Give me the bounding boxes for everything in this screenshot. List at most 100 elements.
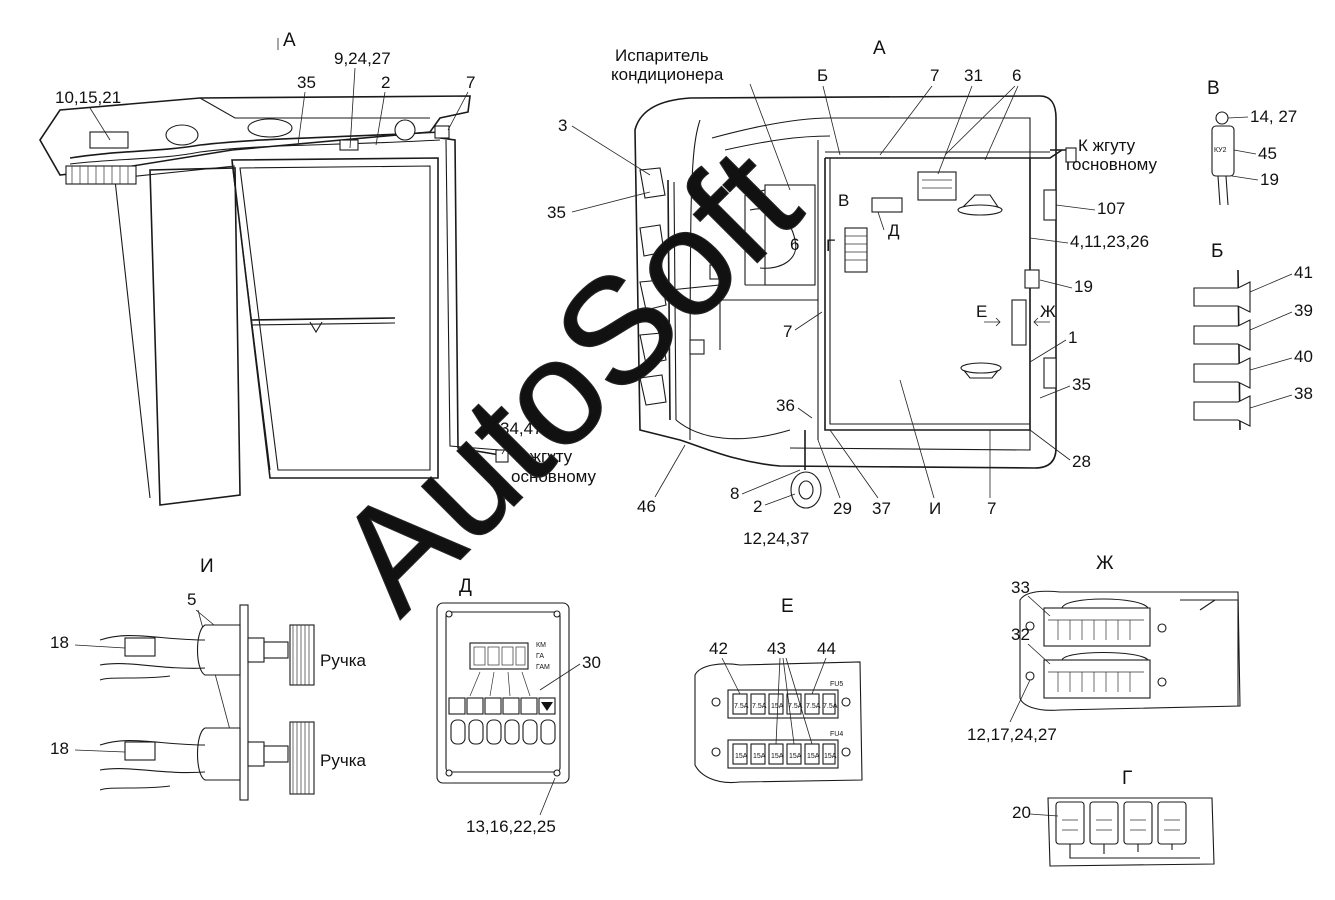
callout-zh: Ж (1040, 302, 1056, 321)
to-main-harness-left-line2: основному (511, 467, 597, 486)
fuse-bottom-3: 15A (771, 753, 784, 760)
detail-view-v: В КУ2 14, 27 45 19 (1207, 78, 1297, 206)
callout-1: 1 (1068, 328, 1077, 347)
detail-view-e: Е FU5 FU4 7.5A 7.5A 15A 7.5A 7.5A 7.5A (694, 596, 863, 784)
callout-20: 20 (1012, 803, 1031, 822)
view-v-title: В (1207, 78, 1220, 99)
callout-7-bottom: 7 (987, 499, 996, 518)
fuse-tag-fu5: FU5 (830, 681, 843, 688)
evaporator-label-line2: кондиционера (611, 65, 724, 84)
callout-5: 5 (187, 590, 196, 609)
callout-7-center: 7 (783, 322, 792, 341)
callout-18-upper: 18 (50, 633, 69, 652)
fuse-top-5: 7.5A (806, 703, 821, 710)
callout-10-15-21: 10,15,21 (55, 88, 121, 107)
fuse-tag-fu4: FU4 (830, 731, 843, 738)
knob-label-lower: Ручка (320, 751, 367, 770)
callout-19-v: 19 (1260, 170, 1279, 189)
to-main-harness-left-line1: К жгуту (515, 447, 573, 466)
callout-34-47: 34,47 (500, 419, 543, 438)
callout-12-24-37: 12,24,37 (743, 529, 809, 548)
callout-b-center: Б (817, 66, 828, 85)
callout-9-24-27: 9,24,27 (334, 49, 391, 68)
display-legend-km: КМ (536, 642, 546, 649)
callout-14-27: 14, 27 (1250, 107, 1297, 126)
callout-2-center: 2 (753, 497, 762, 516)
view-a-left-title: А (283, 30, 296, 51)
left-callouts: А 10,15,21 35 9,24,27 2 7 34,47 К жгуту … (55, 30, 597, 486)
center-callouts: Испаритель кондиционера А Б 7 31 6 К жгу… (547, 38, 1158, 548)
fuse-top-6: 7.5A (823, 703, 838, 710)
fuse-bottom-6: 15A (824, 753, 837, 760)
callout-107: 107 (1097, 199, 1125, 218)
callout-19-center: 19 (1074, 277, 1093, 296)
callout-42: 42 (709, 639, 728, 658)
callout-39: 39 (1294, 301, 1313, 320)
callout-31: 31 (964, 66, 983, 85)
callout-4-11-23-26: 4,11,23,26 (1070, 232, 1149, 251)
callout-d: Д (888, 221, 900, 240)
callout-37: 37 (872, 499, 891, 518)
callout-g: Г (826, 236, 835, 255)
callout-7-top: 7 (930, 66, 939, 85)
callout-38: 38 (1294, 384, 1313, 403)
to-main-harness-center-line2: основному (1072, 155, 1158, 174)
view-e-title: Е (781, 596, 794, 617)
callout-3: 3 (558, 116, 567, 135)
fuse-bottom-2: 15A (753, 753, 766, 760)
view-v-tag: КУ2 (1214, 147, 1227, 154)
to-main-harness-center-line1: К жгуту (1078, 136, 1136, 155)
detail-view-i: И 5 18 18 Ручка Ручка (50, 556, 367, 801)
fuse-top-1: 7.5A (734, 703, 749, 710)
view-g-title: Г (1122, 768, 1132, 789)
detail-view-d: Д КМ ГА ГАМ 30 13,16,22,25 (436, 576, 601, 836)
display-legend-gam: ГАМ (536, 664, 550, 671)
callout-12-17-24-27: 12,17,24,27 (967, 725, 1057, 744)
fuse-bottom-1: 15A (735, 753, 748, 760)
view-i-title: И (200, 556, 214, 577)
callout-e: Е (976, 302, 987, 321)
callout-6-center: 6 (790, 235, 799, 254)
callout-45: 45 (1258, 144, 1277, 163)
callout-v: В (838, 191, 849, 210)
view-a-center-title: А (873, 38, 886, 59)
callout-44: 44 (817, 639, 836, 658)
knob-label-upper: Ручка (320, 651, 367, 670)
callout-36: 36 (776, 396, 795, 415)
rear-wall-view (634, 95, 1077, 509)
detail-view-g: Г 20 (1012, 768, 1215, 867)
cab-side-view (39, 95, 509, 506)
callout-18-lower: 18 (50, 739, 69, 758)
callout-2-left: 2 (381, 73, 390, 92)
detail-view-b: Б 41 39 40 38 (1193, 241, 1313, 431)
callout-8: 8 (730, 484, 739, 503)
callout-46: 46 (637, 497, 656, 516)
view-d-title: Д (459, 576, 472, 597)
callout-29: 29 (833, 499, 852, 518)
fuse-top-4: 7.5A (788, 703, 803, 710)
view-b-title: Б (1211, 241, 1223, 262)
evaporator-label-line1: Испаритель (615, 46, 709, 65)
fuse-bottom-5: 15A (807, 753, 820, 760)
callout-43: 43 (767, 639, 786, 658)
callout-41: 41 (1294, 263, 1313, 282)
callout-35-right: 35 (1072, 375, 1091, 394)
callout-i: И (929, 499, 941, 518)
callout-30: 30 (582, 653, 601, 672)
watermark: AutoSoft (304, 117, 830, 643)
callout-28: 28 (1072, 452, 1091, 471)
callout-6-top: 6 (1012, 66, 1021, 85)
callout-13-16-22-25: 13,16,22,25 (466, 817, 556, 836)
view-zh-title: Ж (1096, 553, 1114, 574)
callout-40: 40 (1294, 347, 1313, 366)
fuse-top-2: 7.5A (752, 703, 767, 710)
callout-7-left: 7 (466, 73, 475, 92)
callout-33: 33 (1011, 578, 1030, 597)
callout-35-left: 35 (297, 73, 316, 92)
fuse-bottom-4: 15A (789, 753, 802, 760)
callout-35-center: 35 (547, 203, 566, 222)
display-legend-ga: ГА (536, 653, 544, 660)
detail-view-zh: Ж 33 32 12,17,24,27 (967, 553, 1241, 744)
fuse-row-bottom: 15A 15A 15A 15A 15A 15A (732, 743, 837, 765)
